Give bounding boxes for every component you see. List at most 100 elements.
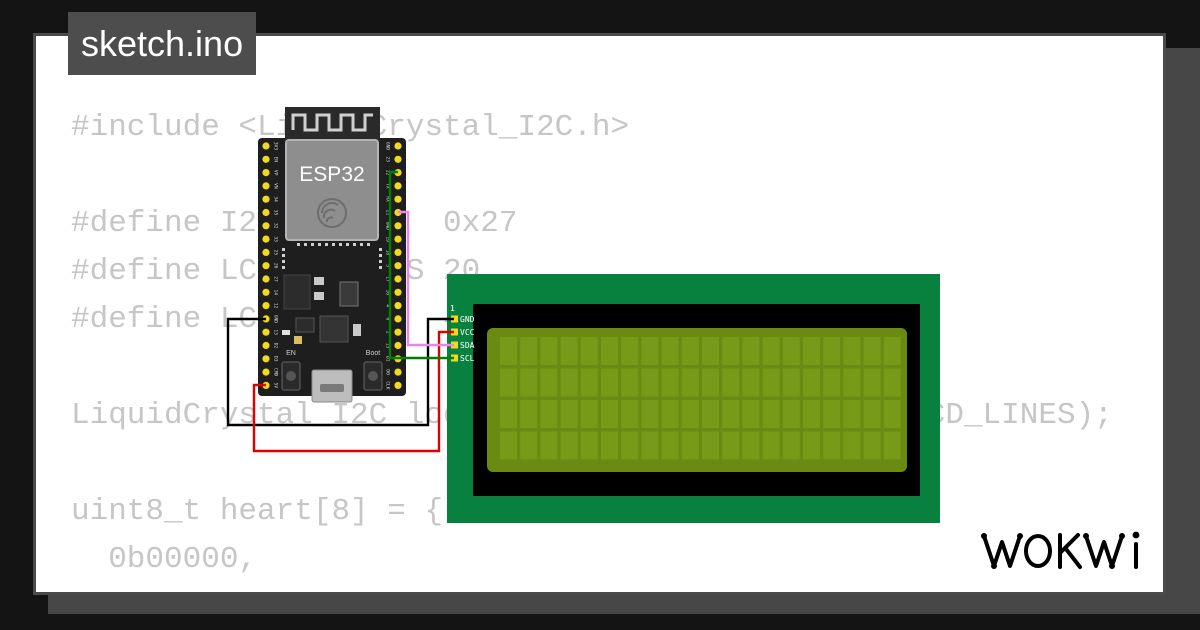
pin-label: 12: [273, 303, 279, 309]
lcd-cell: [520, 431, 538, 460]
lcd-cell: [782, 337, 800, 365]
pin-label: 13: [273, 329, 279, 335]
pin-label: TX: [385, 183, 391, 189]
esp32-board[interactable]: ESP32 EN Boot 3V3ENVPVN34353233252627141…: [258, 107, 406, 403]
header-pin[interactable]: [394, 275, 402, 283]
pin-label: 5: [385, 264, 391, 267]
header-pin[interactable]: [262, 368, 270, 376]
header-pin[interactable]: [394, 235, 402, 243]
lcd-cell: [681, 400, 699, 428]
header-pin[interactable]: [262, 155, 270, 163]
pin-label: RX: [385, 196, 391, 202]
lcd-pin[interactable]: [451, 341, 458, 349]
header-pin[interactable]: [394, 328, 402, 336]
header-pin[interactable]: [394, 195, 402, 203]
header-pin[interactable]: [262, 208, 270, 217]
lcd-cell: [702, 337, 719, 365]
header-pin[interactable]: [262, 288, 270, 296]
en-button-cap: [286, 371, 296, 381]
lcd-cell: [722, 400, 740, 428]
espressif-logo-icon: [317, 198, 347, 228]
header-pin[interactable]: [394, 368, 402, 376]
header-pin[interactable]: [262, 302, 270, 310]
pin-label: 21: [385, 210, 391, 216]
lcd-cell: [621, 400, 639, 428]
header-pin[interactable]: [394, 262, 402, 270]
lcd-cell: [803, 400, 820, 428]
lcd-pin-label: VCC: [460, 328, 475, 337]
lcd-pin1-label: 1: [450, 304, 455, 313]
header-pin[interactable]: [262, 328, 270, 336]
module-pad: [282, 248, 285, 251]
vcc-wire[interactable]: [252, 330, 454, 453]
pin-label: VN: [273, 183, 279, 189]
module-pad: [367, 243, 370, 246]
header-pin[interactable]: [262, 182, 270, 190]
lcd-cell: [863, 400, 881, 428]
smd-component: [295, 317, 315, 333]
pin-label: 5V: [273, 383, 279, 389]
header-pin[interactable]: [262, 355, 270, 363]
header-pin[interactable]: [394, 288, 402, 296]
lcd-pin[interactable]: [451, 328, 458, 336]
pin-label: GND: [385, 142, 391, 151]
lcd-cell: [681, 368, 699, 397]
header-pin[interactable]: [394, 381, 402, 389]
pin-label: 33: [273, 236, 279, 242]
module-pad: [379, 254, 382, 257]
header-pin[interactable]: [262, 222, 270, 230]
module-pad: [339, 243, 342, 246]
smd-capacitor: [353, 324, 361, 336]
module-pad: [353, 243, 356, 246]
lcd-cell: [580, 368, 598, 397]
module-pad: [311, 243, 314, 246]
gnd-wire[interactable]: [226, 317, 454, 427]
module-pad: [346, 243, 349, 246]
pin-label: GND: [273, 315, 279, 324]
pin-label: 2: [385, 331, 391, 334]
lcd-pin-label: SDA: [460, 341, 475, 350]
header-pin[interactable]: [394, 155, 402, 163]
file-tab[interactable]: sketch.ino: [68, 12, 257, 75]
header-pin[interactable]: [262, 262, 270, 270]
pin-label: GND: [385, 222, 391, 231]
wires: [226, 170, 454, 453]
lcd-cell: [580, 400, 598, 428]
lcd-cell: [641, 431, 659, 460]
lcd-pin[interactable]: [451, 354, 458, 362]
sda-wire[interactable]: [398, 210, 454, 347]
header-pin[interactable]: [394, 315, 402, 323]
header-pin[interactable]: [262, 341, 270, 350]
pin-label: 34: [273, 196, 279, 202]
pin-label: 17: [385, 276, 391, 282]
header-pin[interactable]: [394, 222, 402, 230]
lcd-cell: [722, 368, 740, 397]
header-pin[interactable]: [394, 302, 402, 310]
header-pin[interactable]: [394, 341, 402, 350]
lcd-pin[interactable]: [451, 315, 458, 323]
lcd-cell: [702, 431, 719, 460]
scl-wire[interactable]: [388, 170, 454, 360]
header-pin[interactable]: [394, 142, 402, 150]
header-pin[interactable]: [262, 275, 270, 283]
lcd-pin-label: GND: [460, 315, 475, 324]
lcd-cell: [621, 431, 639, 460]
header-pin[interactable]: [262, 248, 270, 256]
lcd-cell: [762, 337, 780, 365]
pin-label: CMD: [273, 368, 279, 377]
header-pin[interactable]: [394, 182, 402, 190]
module-pad: [379, 248, 382, 251]
lcd-cell: [843, 368, 861, 397]
header-pin[interactable]: [262, 235, 270, 243]
lcd-cell: [601, 368, 618, 397]
header-pin[interactable]: [394, 248, 402, 256]
header-pin[interactable]: [262, 169, 270, 177]
header-pin[interactable]: [262, 195, 270, 203]
lcd-cell: [540, 400, 558, 428]
lcd-cell: [641, 337, 659, 365]
lcd-cell: [560, 431, 578, 460]
header-pin[interactable]: [262, 142, 270, 150]
